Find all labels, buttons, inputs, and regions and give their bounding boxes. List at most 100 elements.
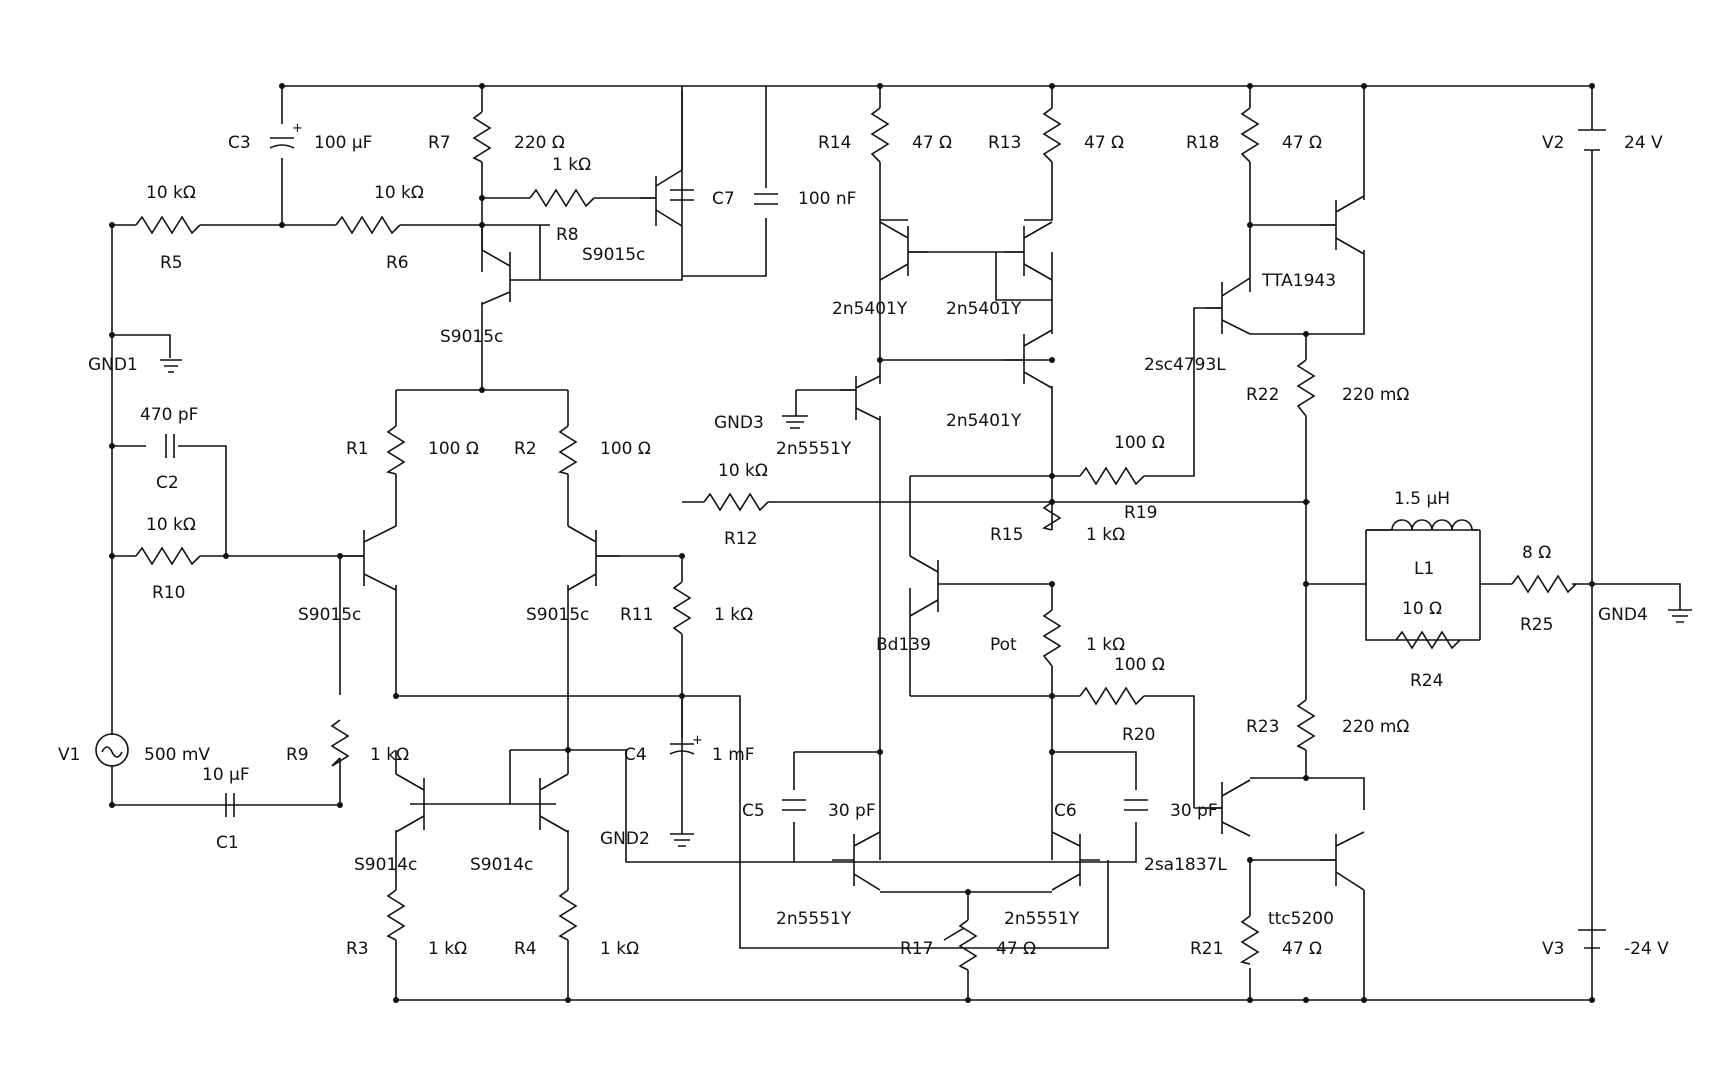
r13-resistor-symbol — [1042, 107, 1062, 163]
r5-ref: R5 — [160, 253, 183, 273]
r22-value: 220 mΩ — [1342, 385, 1409, 405]
r15-value: 1 kΩ — [1086, 525, 1125, 545]
r20-resistor-symbol — [1079, 686, 1145, 706]
r3-ref: R3 — [346, 939, 369, 959]
gnd1-ground-icon — [160, 359, 182, 373]
gnd4-ground-icon — [1668, 609, 1692, 623]
r12-value: 10 kΩ — [718, 461, 768, 481]
c5-ref: C5 — [742, 801, 765, 821]
gnd2-ground-icon — [670, 833, 694, 847]
v3-ref: V3 — [1542, 939, 1564, 959]
r14-ref: R14 — [818, 133, 851, 153]
c4-ref: C4 — [624, 745, 647, 765]
pot-resistor-symbol — [1042, 609, 1062, 667]
r19-value: 100 Ω — [1114, 433, 1165, 453]
r4-value: 1 kΩ — [600, 939, 639, 959]
r25-ref: R25 — [1520, 615, 1553, 635]
r1-resistor-symbol — [385, 425, 406, 475]
c3-value: 100 µF — [314, 133, 372, 153]
r7-resistor-symbol — [472, 111, 492, 163]
r20-ref: R20 — [1122, 725, 1155, 745]
r4-ref: R4 — [514, 939, 537, 959]
r6-resistor-symbol — [335, 215, 401, 235]
r12-ref: R12 — [724, 529, 757, 549]
r24-resistor-symbol — [1395, 630, 1461, 650]
r21-value: 47 Ω — [1282, 939, 1322, 959]
r9-value: 1 kΩ — [370, 745, 409, 765]
c4-capacitor-symbol — [669, 743, 695, 755]
v2-value: 24 V — [1624, 133, 1663, 153]
c1-capacitor-symbol — [225, 793, 235, 817]
c2-ref: C2 — [156, 473, 179, 493]
c1-value: 10 µF — [202, 765, 250, 785]
r7-value: 220 Ω — [514, 133, 565, 153]
sources — [95, 129, 1606, 949]
r22-ref: R22 — [1246, 385, 1279, 405]
l1-value: 1.5 µH — [1394, 489, 1450, 509]
r20-value: 100 Ω — [1114, 655, 1165, 675]
r14-value: 47 Ω — [912, 133, 952, 153]
r12-resistor-symbol — [703, 492, 769, 512]
r24-ref: R24 — [1410, 671, 1443, 691]
q-s9015c-feedback-label: S9015c — [582, 245, 645, 265]
r24-value: 10 Ω — [1402, 599, 1442, 619]
ground-symbols — [160, 359, 1692, 847]
r18-value: 47 Ω — [1282, 133, 1322, 153]
r3-value: 1 kΩ — [428, 939, 467, 959]
r2-ref: R2 — [514, 439, 537, 459]
labels: 10 kΩ R5 10 kΩ R6 C3 100 µF R7 220 Ω 1 k… — [58, 133, 1669, 959]
r6-ref: R6 — [386, 253, 409, 273]
q-2sc4793l-label: 2sc4793L — [1144, 355, 1226, 375]
r1-ref: R1 — [346, 439, 369, 459]
r4-resistor-symbol — [558, 889, 578, 941]
q-2sa1837l-label: 2sa1837L — [1144, 855, 1227, 875]
l1-inductor-symbol — [1366, 519, 1480, 531]
r15-resistor-symbol — [1041, 501, 1062, 531]
c6-value: 30 pF — [1170, 801, 1218, 821]
gnd3-ref: GND3 — [714, 413, 764, 433]
r8-ref: R8 — [556, 225, 579, 245]
r2-resistor-symbol — [557, 425, 578, 475]
q-2n5551y-bottom-right-label: 2n5551Y — [1004, 909, 1080, 929]
svg-text:+: + — [292, 121, 303, 136]
q-tta1943-label: TTA1943 — [1261, 271, 1336, 291]
r5-value: 10 kΩ — [146, 183, 196, 203]
r18-ref: R18 — [1186, 133, 1219, 153]
q-bd139-label: Bd139 — [876, 635, 931, 655]
v1-ref: V1 — [58, 745, 80, 765]
r11-ref: R11 — [620, 605, 653, 625]
r21-resistor-symbol — [1239, 915, 1260, 965]
r9-resistor-symbol — [330, 719, 350, 767]
r13-value: 47 Ω — [1084, 133, 1124, 153]
r3-resistor-symbol — [386, 889, 406, 941]
r10-value: 10 kΩ — [146, 515, 196, 535]
r13-ref: R13 — [988, 133, 1021, 153]
r11-value: 1 kΩ — [714, 605, 753, 625]
v2-battery-symbol — [1578, 129, 1606, 151]
c7-ref: C7 — [712, 189, 735, 209]
r14-resistor-symbol — [870, 107, 890, 163]
r19-resistor-symbol — [1079, 466, 1145, 486]
q-s9015c-vas-label: S9015c — [440, 327, 503, 347]
gnd4-ref: GND4 — [1598, 605, 1648, 625]
r6-value: 10 kΩ — [374, 183, 424, 203]
r5-resistor-symbol — [135, 215, 201, 235]
wires — [111, 85, 1681, 1001]
q-2n5401y-right-label: 2n5401Y — [946, 299, 1022, 319]
l1-ref: L1 — [1414, 559, 1434, 579]
c7-value: 100 nF — [798, 189, 856, 209]
r21-ref: R21 — [1190, 939, 1223, 959]
pot-value: 1 kΩ — [1086, 635, 1125, 655]
c5-value: 30 pF — [828, 801, 876, 821]
svg-text:+: + — [692, 733, 703, 748]
c1-ref: C1 — [216, 833, 239, 853]
c7b-capacitor-symbol — [754, 193, 778, 205]
gnd3-ground-icon — [782, 390, 808, 429]
resistor-symbols — [135, 107, 1577, 971]
capacitor-symbols: + + — [165, 121, 1148, 817]
junction-dots — [109, 83, 1595, 1003]
q-2n5401y-third-label: 2n5401Y — [946, 411, 1022, 431]
c3-capacitor-symbol — [269, 137, 295, 149]
